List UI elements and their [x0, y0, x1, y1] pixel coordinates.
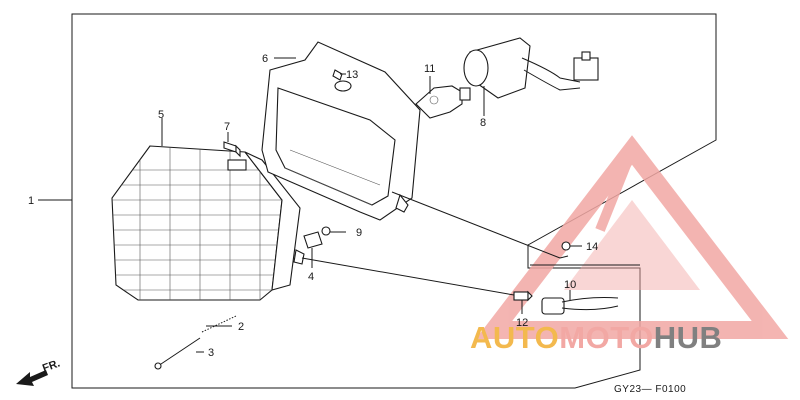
watermark-part1: AUTO [470, 320, 559, 355]
watermark-part2: MOTO [559, 320, 653, 355]
position-socket-10[interactable] [541, 297, 619, 315]
watermark-logo [475, 135, 789, 339]
callout-13: 13 [346, 69, 358, 81]
screw-3[interactable] [154, 337, 201, 370]
diagram-frame [71, 13, 717, 389]
clip-14[interactable] [561, 241, 571, 251]
callout-1: 1 [28, 195, 34, 207]
callout-7: 7 [224, 121, 230, 133]
callout-10: 10 [564, 279, 576, 291]
callout-14: 14 [586, 241, 598, 253]
callouts: 1 2 3 4 5 6 7 8 9 10 11 12 13 14 [28, 53, 598, 359]
callout-3: 3 [208, 347, 214, 359]
bulb[interactable] [415, 85, 471, 119]
assembly-lines [301, 191, 640, 296]
front-arrow-icon [16, 370, 48, 386]
callout-11: 11 [424, 63, 435, 75]
nut-13[interactable] [332, 69, 343, 81]
watermark-text: AUTOMOTOHUB [470, 320, 722, 355]
watermark-part3: HUB [654, 320, 723, 355]
grommet-9[interactable] [321, 226, 331, 236]
diagram-code: GY23— F0100 [614, 384, 686, 395]
callout-4: 4 [308, 271, 314, 283]
front-label: FR. [41, 357, 62, 374]
socket-boot[interactable] [463, 37, 599, 99]
headlight-unit[interactable] [110, 145, 305, 301]
callout-2: 2 [238, 321, 244, 333]
nut-7[interactable] [223, 141, 241, 158]
callout-9: 9 [356, 227, 362, 239]
headlight-case[interactable] [261, 41, 421, 221]
callout-5: 5 [158, 109, 164, 121]
grommet-4[interactable] [303, 231, 323, 249]
position-bulb-12[interactable] [513, 290, 533, 302]
callout-8: 8 [480, 117, 486, 129]
callout-6: 6 [262, 53, 268, 65]
callout-12: 12 [516, 317, 528, 329]
spring-2[interactable] [201, 315, 237, 333]
leader-lines [38, 57, 582, 353]
front-arrow: FR. [16, 357, 62, 386]
